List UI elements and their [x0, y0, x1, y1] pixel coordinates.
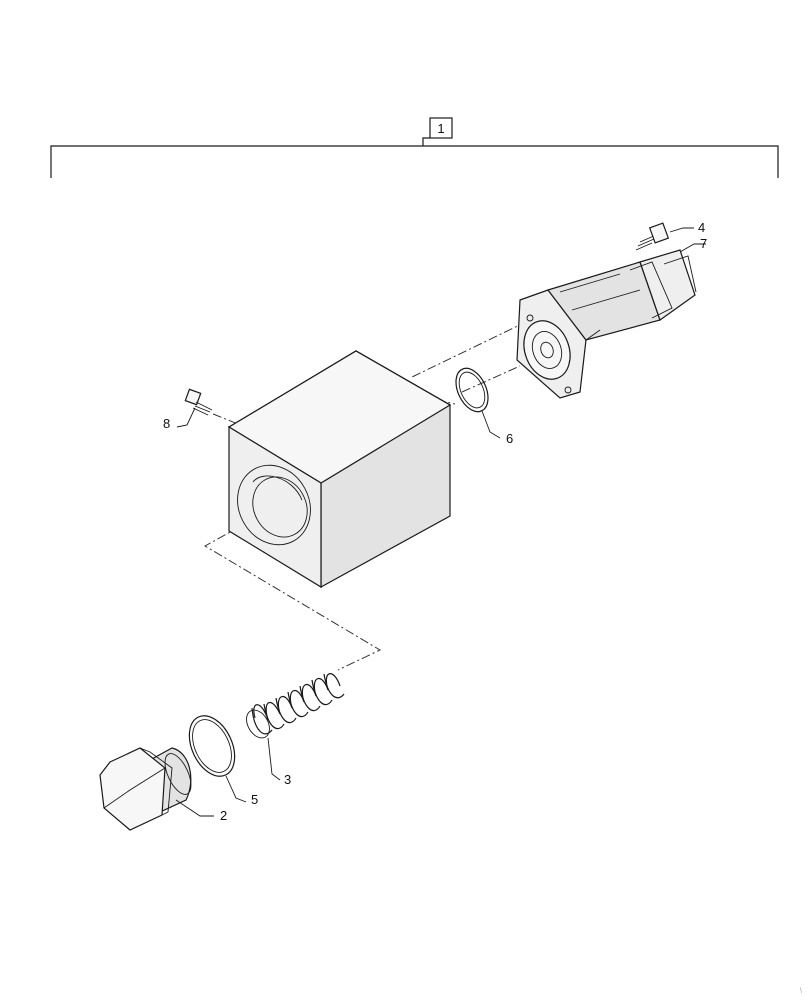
- svg-text:8: 8: [163, 416, 170, 431]
- solenoid-cartridge: [516, 249, 697, 399]
- callout-6: 6: [481, 410, 513, 446]
- svg-text:2: 2: [220, 808, 227, 823]
- assembly-label: 1: [437, 121, 444, 136]
- callout-5: 5: [225, 775, 258, 807]
- svg-text:5: 5: [251, 792, 258, 807]
- callout-2: 2: [175, 799, 227, 823]
- callout-7: 7: [679, 236, 707, 253]
- plug-item-2: [99, 747, 192, 831]
- svg-text:6: 6: [506, 431, 513, 446]
- callout-8: 8: [163, 407, 196, 431]
- o-ring-item-5: [188, 715, 236, 777]
- callout-3: 3: [267, 737, 291, 787]
- corner-mark: \: [800, 988, 802, 995]
- o-ring-item-6: [455, 367, 489, 413]
- svg-text:7: 7: [700, 236, 707, 251]
- callout-4: 4: [669, 220, 705, 235]
- svg-text:3: 3: [284, 772, 291, 787]
- spring-item-3: [246, 673, 345, 739]
- assembly-label-box: [429, 117, 453, 139]
- valve-block: [227, 350, 452, 589]
- assembly-bracket: 1: [50, 117, 779, 178]
- bolt-item-4: [635, 222, 670, 251]
- svg-text:4: 4: [698, 220, 705, 235]
- bolt-item-8: [184, 388, 213, 416]
